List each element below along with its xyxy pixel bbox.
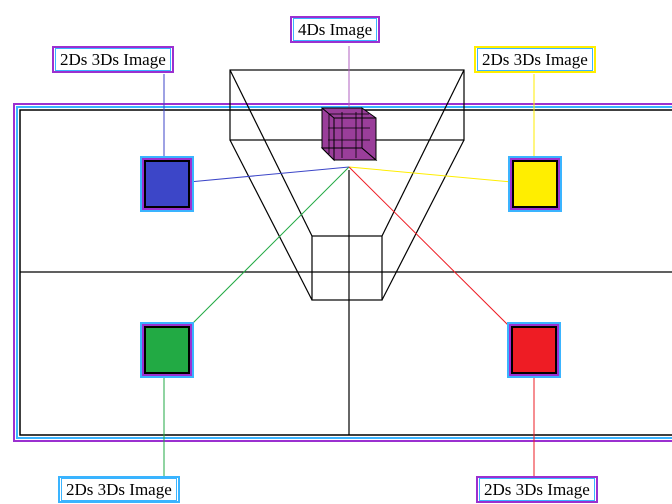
frame-outer xyxy=(13,103,672,442)
label-bottom-right-text: 2Ds 3Ds Image xyxy=(479,478,595,501)
blue-square xyxy=(142,158,192,210)
label-bottom-left: 2Ds 3Ds Image xyxy=(58,476,180,503)
red-square xyxy=(509,324,559,376)
ray-to-green-square xyxy=(187,166,350,329)
hypercube-icon xyxy=(320,106,378,162)
label-top-right: 2Ds 3Ds Image xyxy=(474,46,596,73)
label-top: 4Ds Image xyxy=(290,16,381,43)
ray-to-red-square xyxy=(348,166,512,329)
ray-to-yellow-square xyxy=(348,166,513,183)
label-top-left-text: 2Ds 3Ds Image xyxy=(55,48,171,71)
green-square xyxy=(142,324,192,376)
label-bottom-left-text: 2Ds 3Ds Image xyxy=(61,478,177,501)
label-top-right-text: 2Ds 3Ds Image xyxy=(477,48,593,71)
label-bottom-right: 2Ds 3Ds Image xyxy=(476,476,598,503)
frame-inner xyxy=(16,106,672,439)
label-top-text: 4Ds Image xyxy=(293,18,378,41)
yellow-square xyxy=(510,158,560,210)
ray-to-blue-square xyxy=(188,166,350,183)
label-top-left: 2Ds 3Ds Image xyxy=(52,46,174,73)
